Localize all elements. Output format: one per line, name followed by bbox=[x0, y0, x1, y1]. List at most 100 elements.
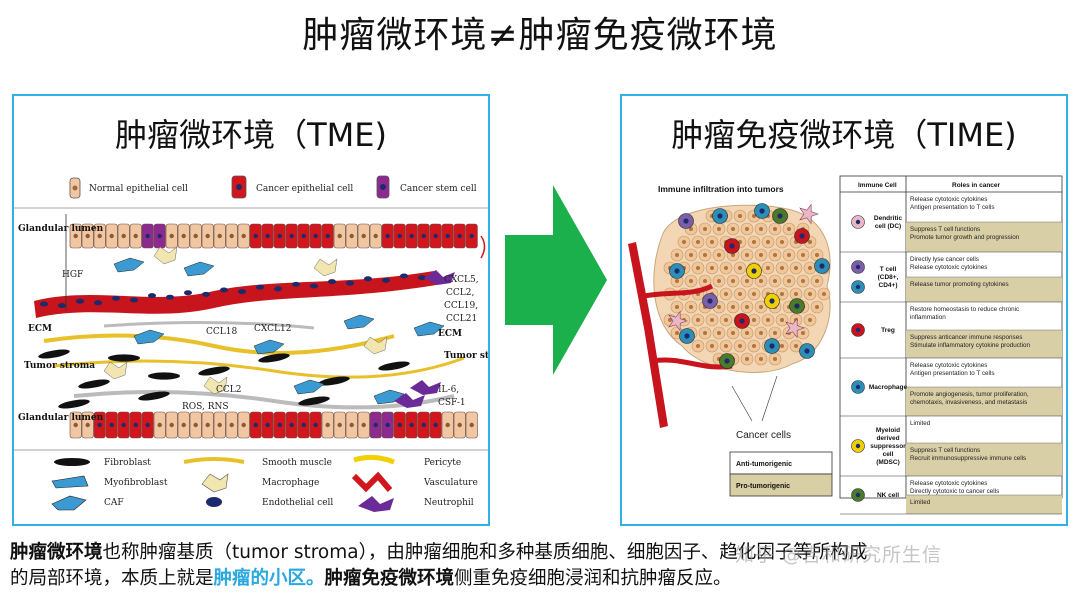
cell-nucleus bbox=[337, 233, 342, 239]
label-glandular-lumen-top: Glandular lumen bbox=[18, 224, 104, 234]
nucleus-icon bbox=[72, 185, 78, 191]
smooth-muscle-icon bbox=[183, 457, 245, 464]
blood-vessel bbox=[628, 242, 668, 428]
immune-cell-nucleus bbox=[729, 243, 735, 249]
macrophage-cell bbox=[153, 246, 178, 265]
legend-myofibroblast: Myofibroblast bbox=[104, 478, 168, 488]
cancer-cell-nucleus bbox=[675, 331, 679, 335]
cell-nucleus bbox=[469, 233, 474, 239]
factor-csf1: CSF-1 bbox=[438, 398, 466, 408]
dendritic-cell bbox=[668, 310, 688, 332]
caption-highlight: 肿瘤的小区。 bbox=[213, 568, 325, 589]
immune-cell-icon-nucleus bbox=[855, 327, 861, 333]
legend-vasculature: Vasculature bbox=[423, 478, 478, 488]
endothelial-nucleus bbox=[202, 291, 210, 297]
endothelial-nucleus bbox=[364, 276, 372, 282]
label-glandular-lumen-bottom: Glandular lumen bbox=[18, 413, 104, 423]
cell-nucleus bbox=[421, 422, 426, 428]
pro-tumor-role: Promote angiogenesis, tumor proliferatio… bbox=[910, 391, 1029, 398]
tme-panel-title: 肿瘤微环境（TME) bbox=[115, 116, 387, 154]
caf-icon bbox=[51, 495, 87, 511]
immune-cell-nucleus bbox=[674, 268, 680, 274]
cell-nucleus bbox=[121, 233, 126, 239]
vessel-endothelial-nuclei bbox=[40, 273, 426, 309]
legend-macrophage: Macrophage bbox=[262, 478, 319, 488]
cell-nucleus bbox=[277, 422, 282, 428]
endothelial-nucleus bbox=[310, 283, 318, 289]
cell-nucleus bbox=[253, 422, 258, 428]
cancer-cell-nucleus bbox=[759, 305, 763, 309]
immune-cell-icon-nucleus bbox=[855, 264, 861, 270]
cell-nucleus bbox=[373, 422, 378, 428]
watermark: 知乎 @吉和研究所生信 bbox=[735, 544, 943, 566]
cancer-cell-nucleus bbox=[773, 279, 777, 283]
immune-cell-nucleus bbox=[769, 298, 775, 304]
dendritic-cell bbox=[785, 317, 805, 339]
cancer-cell-nucleus bbox=[759, 279, 763, 283]
cancer-cell-nucleus bbox=[745, 253, 749, 257]
anti-tumor-role: Release cytotoxic cytokines bbox=[910, 480, 987, 487]
cancer-cell-nucleus bbox=[801, 331, 805, 335]
key-anti-label: Anti-tumorigenic bbox=[736, 461, 792, 468]
immune-cell-nucleus bbox=[769, 343, 775, 349]
cell-nucleus bbox=[433, 233, 438, 239]
cancer-cell-nucleus bbox=[689, 279, 693, 283]
legend-bottom: Fibroblast Smooth muscle Pericyte Myofib… bbox=[51, 454, 478, 512]
endothelial-nucleus bbox=[112, 295, 120, 301]
immune-cell-name: (MDSC) bbox=[876, 459, 899, 466]
cancer-cell-nucleus bbox=[675, 253, 679, 257]
immune-cell-nucleus bbox=[724, 358, 730, 364]
dendritic-cell bbox=[799, 203, 819, 225]
fibroblast-cell bbox=[148, 372, 180, 380]
cancer-cell-nucleus bbox=[780, 318, 784, 322]
endothelial-nucleus bbox=[58, 303, 66, 309]
cancer-cell-nucleus bbox=[752, 318, 756, 322]
legend-neutrophil: Neutrophil bbox=[424, 498, 474, 508]
cancer-cell-nucleus bbox=[724, 266, 728, 270]
cell-nucleus bbox=[325, 422, 330, 428]
endothelial-cell-icon bbox=[206, 497, 222, 507]
pro-tumor-role: Suppress T cell functions bbox=[910, 447, 980, 454]
cancer-cell-nucleus bbox=[710, 344, 714, 348]
ecm-fiber bbox=[73, 390, 455, 410]
cancer-cell-nucleus bbox=[696, 344, 700, 348]
factor-ccl2b: CCL2 bbox=[216, 385, 241, 395]
table-header-cell: Immune Cell bbox=[858, 182, 897, 189]
caption-text-1: 也称肿瘤基质（tumor stroma），由肿瘤细胞和多种基质细胞、细胞因子、趋… bbox=[102, 542, 868, 563]
cancer-cell-nucleus bbox=[787, 253, 791, 257]
cell-nucleus bbox=[373, 233, 378, 239]
legend-cancer-epithelial: Cancer epithelial cell bbox=[256, 184, 353, 194]
cancer-cell-nucleus bbox=[780, 240, 784, 244]
cell-nucleus bbox=[433, 422, 438, 428]
pro-row-background bbox=[906, 387, 1062, 416]
cancer-cell-nucleus bbox=[731, 253, 735, 257]
cell-nucleus bbox=[277, 233, 282, 239]
cell-nucleus bbox=[121, 422, 126, 428]
pro-tumor-role: Suppress anticancer immune responses bbox=[910, 334, 1022, 341]
cancer-cell-nucleus bbox=[745, 305, 749, 309]
cell-nucleus bbox=[169, 422, 174, 428]
cancer-cell-nucleus bbox=[773, 357, 777, 361]
macrophage-cell bbox=[203, 376, 228, 395]
endothelial-nucleus bbox=[274, 286, 282, 292]
cell-nucleus bbox=[205, 233, 210, 239]
factor-labels: HGF CXCL5, CCL2, CCL19, CCL21 CCL18 CXCL… bbox=[62, 270, 479, 412]
cancer-cell-nucleus bbox=[801, 279, 805, 283]
page-title: 肿瘤微环境≠肿瘤免疫微环境 bbox=[302, 15, 778, 56]
time-panel: 肿瘤免疫微环境（TIME) Immune infiltration into t… bbox=[620, 94, 1068, 526]
cell-nucleus bbox=[109, 422, 114, 428]
immune-cell-icon-nucleus bbox=[855, 492, 861, 498]
macrophage-cell bbox=[103, 361, 128, 380]
cancer-cell-nucleus bbox=[822, 292, 826, 296]
cancer-cell-nucleus bbox=[689, 305, 693, 309]
factor-ccl21: CCL21 bbox=[446, 314, 477, 324]
cancer-cell-nucleus bbox=[752, 344, 756, 348]
caption: 肿瘤微环境也称肿瘤基质（tumor stroma），由肿瘤细胞和多种基质细胞、细… bbox=[10, 540, 1070, 592]
cancer-cell-nucleus bbox=[801, 253, 805, 257]
cancer-cell-nucleus bbox=[752, 292, 756, 296]
cancer-cell-nucleus bbox=[766, 318, 770, 322]
label-ecm-right: ECM bbox=[438, 329, 462, 339]
immune-cell-icon-nucleus bbox=[855, 219, 861, 225]
endothelial-nucleus bbox=[130, 297, 138, 303]
macrophage-cell bbox=[363, 336, 388, 355]
